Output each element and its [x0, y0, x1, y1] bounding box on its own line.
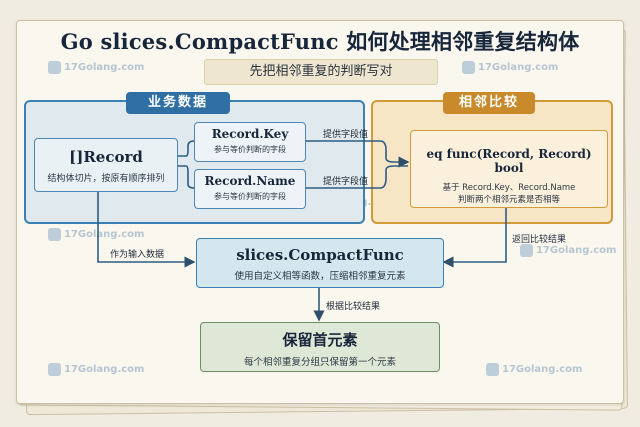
- edge-eq-to-compact: [442, 206, 507, 268]
- node-title: Record.Key: [211, 127, 289, 141]
- watermark: 17Golang.com: [520, 244, 616, 257]
- watermark: 17Golang.com: [48, 228, 144, 241]
- watermark: 17Golang.com: [48, 61, 144, 74]
- page-title: Go slices.CompactFunc 如何处理相邻重复结构体: [60, 29, 580, 54]
- node-title: eq func(Record, Record) bool: [426, 147, 592, 175]
- edge-label-record-to-compact: 作为输入数据: [110, 250, 165, 260]
- subtitle: 先把相邻重复的判断写对: [204, 59, 438, 85]
- edge-key-to-eq: [304, 140, 410, 168]
- gopher-icon: [48, 363, 61, 376]
- gopher-icon: [48, 228, 61, 241]
- node-title: slices.CompactFunc: [236, 246, 404, 264]
- record-name-node: Record.Name 参与等价判断的字段: [194, 169, 306, 209]
- gopher-icon: [48, 61, 61, 74]
- panel-label-compare: 相邻比较: [443, 92, 535, 114]
- edge-name-to-eq: [304, 165, 408, 189]
- keep-first-node: 保留首元素 每个相邻重复分组只保留第一个元素: [200, 322, 440, 372]
- edge-record-to-name: [176, 165, 195, 189]
- compactfunc-node: slices.CompactFunc 使用自定义相等函数，压缩相邻重复元素: [196, 238, 444, 288]
- watermark: 17Golang.com: [462, 61, 558, 74]
- eq-func-node: eq func(Record, Record) bool 基于 Record.K…: [410, 130, 608, 208]
- record-key-node: Record.Key 参与等价判断的字段: [194, 122, 306, 162]
- node-title: []Record: [69, 148, 143, 166]
- node-desc: 基于 Record.Key、Record.Name 判断两个相邻元素是否相等: [442, 183, 576, 205]
- edge-record-to-key: [176, 140, 195, 157]
- node-title: Record.Name: [204, 174, 296, 188]
- gopher-icon: [486, 363, 499, 376]
- watermark: 17Golang.com: [486, 363, 582, 376]
- edge-label-key-to-eq: 提供字段值: [323, 130, 369, 140]
- panel-label-business: 业务数据: [126, 92, 230, 114]
- watermark: 17Golang.com: [48, 363, 144, 376]
- node-desc: 参与等价判断的字段: [214, 145, 286, 154]
- node-desc: 每个相邻重复分组只保留第一个元素: [243, 357, 396, 368]
- gopher-icon: [462, 61, 475, 74]
- edge-label-compact-to-keep: 根据比较结果: [326, 302, 381, 312]
- node-desc: 结构体切片，按原有顺序排列: [47, 174, 165, 184]
- record-slice-node: []Record 结构体切片，按原有顺序排列: [34, 138, 178, 192]
- node-desc: 参与等价判断的字段: [214, 192, 286, 201]
- gopher-icon: [520, 244, 533, 257]
- edge-label-eq-to-compact: 返回比较结果: [512, 235, 567, 245]
- node-title: 保留首元素: [282, 331, 358, 349]
- node-desc: 使用自定义相等函数，压缩相邻重复元素: [234, 271, 406, 282]
- edge-record-to-compact: [97, 190, 196, 268]
- edge-label-name-to-eq: 提供字段值: [323, 177, 369, 187]
